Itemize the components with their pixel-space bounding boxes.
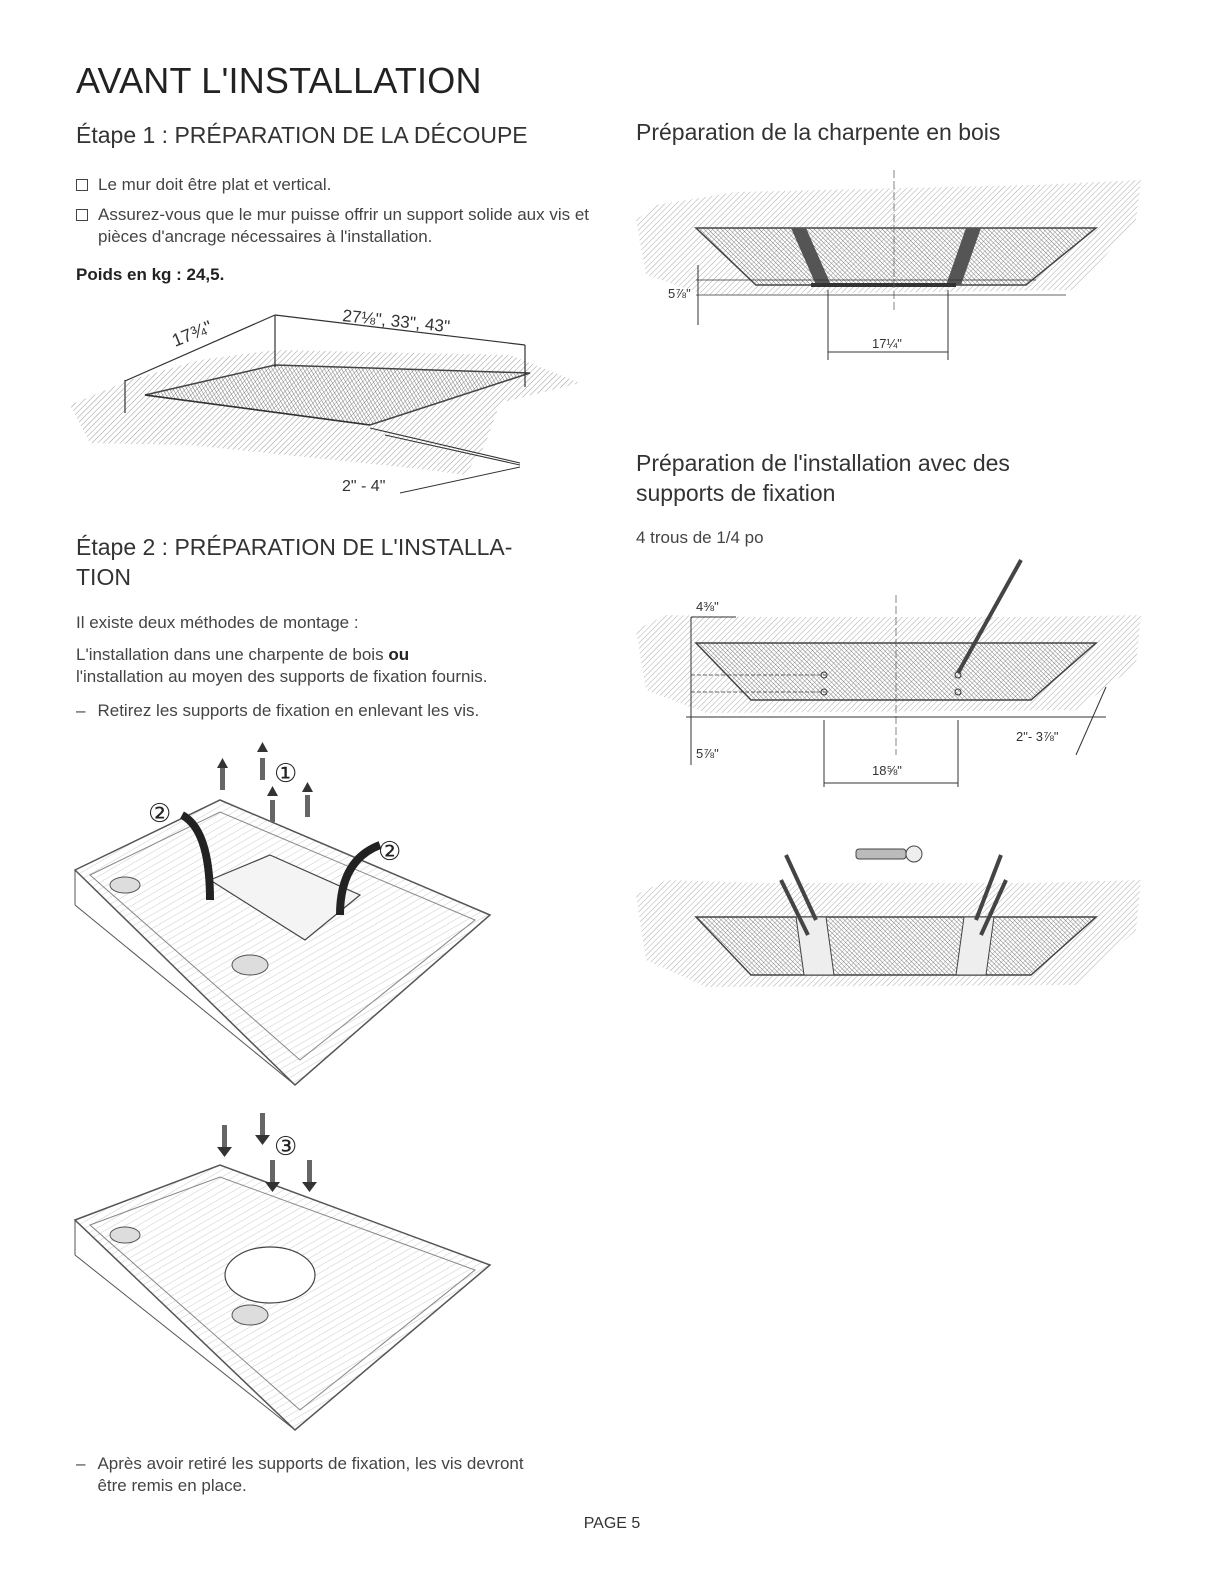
screw-icon: [855, 848, 907, 860]
wood-frame-diagram: 5⅞" 17¼": [636, 170, 1141, 360]
after-note-text: Après avoir retiré les supports de fixat…: [97, 1454, 524, 1495]
remove-note-text: Retirez les supports de fixation en enle…: [97, 701, 480, 720]
screw-icon: [784, 854, 818, 921]
bullet-text: Assurez-vous que le mur puisse offrir un…: [98, 205, 590, 246]
methods-intro: Il existe deux méthodes de montage :: [76, 613, 359, 632]
bullet-item: Le mur doit être plat et vertical.: [76, 174, 596, 196]
screw-icon: [956, 559, 1023, 674]
methods-text: L'installation dans une charpente de boi…: [76, 644, 596, 688]
brackets-diagram: 4⅜" 5⅞" 18⅝" 2"- 3⅞": [636, 559, 1141, 787]
page-number: PAGE 5: [583, 1515, 641, 1532]
brackets-heading-line1: Préparation de l'installation avec des: [636, 450, 1010, 476]
bullet-text: Le mur doit être plat et vertical.: [98, 175, 332, 194]
screw-icon: [217, 758, 228, 790]
dash-icon: –: [76, 1454, 86, 1473]
screw-icon: [217, 1125, 232, 1157]
method-wood: L'installation dans une charpente de boi…: [76, 645, 384, 664]
step2-heading: Étape 2 : PRÉPARATION DE L'INSTALLA- TIO…: [76, 532, 512, 592]
checkbox-icon: [76, 179, 88, 191]
screw-icon: [974, 854, 1003, 921]
brackets-heading: Préparation de l'installation avec des s…: [636, 448, 1010, 508]
hood-reinsert-screws-illustration: ③: [73, 1113, 492, 1432]
cutout-diagram: 17¾" 27⅛", 33", 43" 2" - 4": [70, 306, 580, 495]
callout-3: ③: [274, 1131, 297, 1161]
step2-heading-line2: TION: [76, 564, 131, 590]
depth-dimension: 17¾": [169, 317, 215, 351]
checkbox-icon: [76, 209, 88, 221]
brackets-width-dimension: 18⅝": [872, 763, 902, 778]
callout-2-left: ②: [148, 798, 171, 828]
screw-icon: [979, 879, 1008, 936]
method-brackets: l'installation au moyen des supports de …: [76, 667, 488, 686]
screw-icon: [257, 742, 268, 780]
brackets-height-dimension: 5⅞": [696, 746, 719, 761]
weight-note: Poids en kg : 24,5.: [76, 265, 225, 284]
brackets-heading-line2: supports de fixation: [636, 480, 836, 506]
callout-2-right: ②: [378, 836, 401, 866]
dash-icon: –: [76, 701, 86, 720]
screw-icon: [255, 1113, 270, 1145]
screw-icon: [265, 1160, 280, 1192]
holes-note: 4 trous de 1/4 po: [636, 528, 764, 547]
remove-note: – Retirez les supports de fixation en en…: [76, 700, 479, 722]
wood-height-dimension: 5⅞": [668, 286, 691, 301]
step1-heading: Étape 1 : PRÉPARATION DE LA DÉCOUPE: [76, 122, 528, 148]
brackets-mounted-diagram: [636, 845, 1141, 987]
arrow-icon: [336, 841, 382, 916]
page-title: AVANT L'INSTALLATION: [76, 60, 482, 101]
brackets-offset-dimension: 2"- 3⅞": [1016, 729, 1059, 744]
step1-bullet-list: Le mur doit être plat et vertical. Assur…: [76, 174, 596, 256]
screw-icon: [267, 786, 278, 822]
wood-width-dimension: 17¼": [872, 336, 902, 351]
screw-icon: [302, 1160, 317, 1192]
screw-icon: [779, 879, 810, 936]
wood-heading: Préparation de la charpente en bois: [636, 119, 1001, 145]
bullet-item: Assurez-vous que le mur puisse offrir un…: [76, 204, 596, 248]
method-or: ou: [388, 645, 410, 664]
offset-dimension: 2" - 4": [342, 478, 385, 495]
after-note: – Après avoir retiré les supports de fix…: [76, 1453, 526, 1497]
hood-remove-brackets-illustration: ① ② ②: [73, 742, 492, 1087]
arrow-icon: [179, 811, 214, 901]
screw-icon: [302, 782, 313, 817]
callout-1: ①: [274, 758, 297, 788]
brackets-top-dimension: 4⅜": [696, 599, 719, 614]
step2-heading-line1: Étape 2 : PRÉPARATION DE L'INSTALLA-: [76, 534, 513, 560]
width-dimension: 27⅛", 33", 43": [342, 306, 451, 336]
